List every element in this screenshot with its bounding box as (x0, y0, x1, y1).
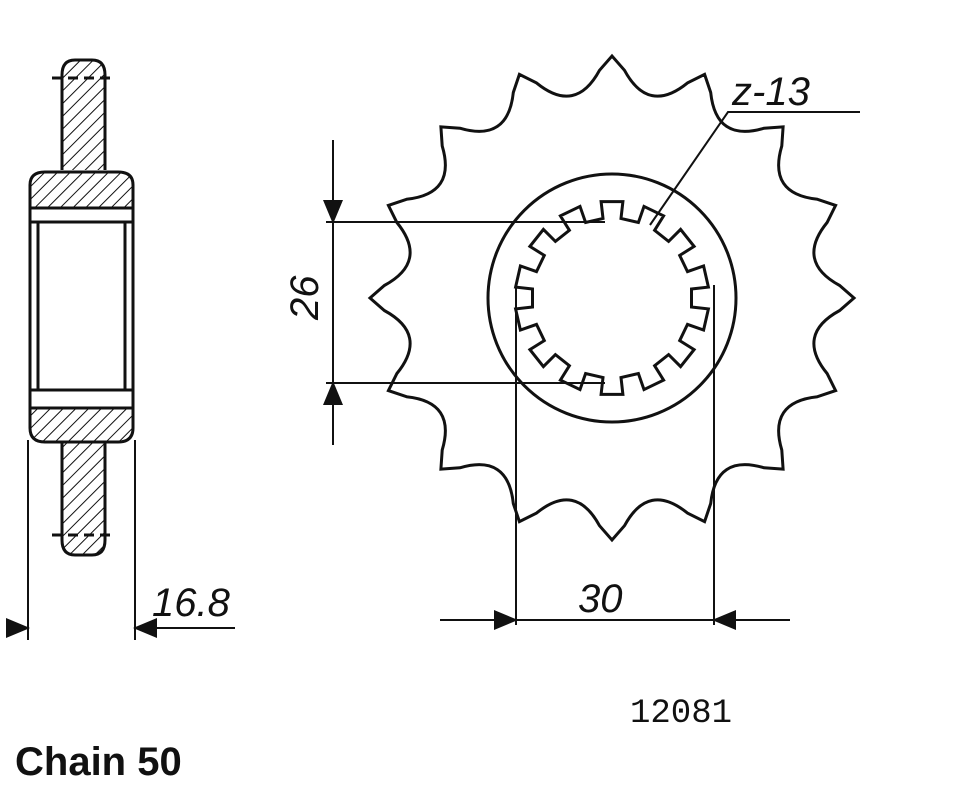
side-tooth-top (60, 58, 107, 170)
side-hub-top (28, 170, 135, 210)
front-view (323, 53, 860, 630)
hub-circle (486, 172, 738, 424)
chain-label: Chain 50 (15, 740, 182, 784)
side-view (6, 58, 235, 640)
spline-bore (513, 200, 711, 396)
side-tooth-bottom (60, 442, 107, 557)
dimension-16-8: 16.8 (152, 581, 231, 625)
dimension-30: 30 (578, 577, 623, 621)
dimension-26: 26 (283, 275, 327, 321)
side-bore (28, 206, 135, 410)
part-number: 12081 (630, 695, 732, 733)
side-hub-bottom (28, 406, 135, 444)
sprocket-outline (367, 53, 857, 543)
teeth-count-label: z-13 (731, 70, 810, 114)
